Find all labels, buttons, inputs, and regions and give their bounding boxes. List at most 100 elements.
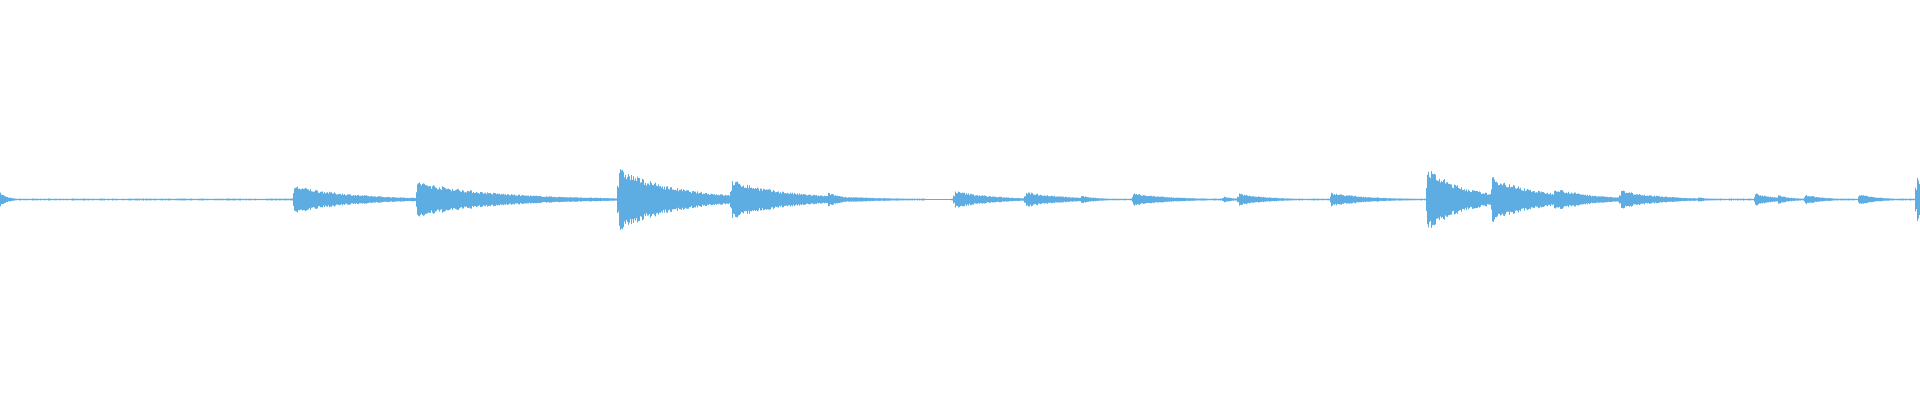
waveform-bar bbox=[69, 198, 70, 201]
waveform-bar bbox=[79, 198, 80, 201]
waveform-bar bbox=[1061, 196, 1062, 203]
waveform-bar bbox=[1727, 198, 1728, 201]
waveform-bar bbox=[39, 198, 40, 201]
waveform-bar bbox=[1641, 195, 1642, 204]
waveform-bar bbox=[814, 194, 815, 205]
waveform-bar bbox=[866, 197, 867, 202]
waveform-bar bbox=[881, 198, 882, 201]
waveform-bar bbox=[1553, 194, 1554, 205]
waveform-bar bbox=[1016, 198, 1017, 201]
waveform-bar bbox=[1896, 198, 1897, 201]
waveform-bar bbox=[1519, 188, 1520, 211]
waveform-bar bbox=[1764, 195, 1765, 204]
waveform-bar bbox=[1532, 191, 1533, 208]
waveform-bar bbox=[1614, 197, 1615, 202]
waveform-bar bbox=[611, 198, 612, 201]
waveform-bar bbox=[710, 194, 711, 205]
waveform-bar bbox=[978, 195, 979, 204]
waveform-bar bbox=[1816, 197, 1817, 202]
waveform-bar bbox=[1449, 183, 1450, 216]
waveform-bar bbox=[1223, 197, 1224, 202]
waveform-bar bbox=[618, 187, 619, 212]
waveform-bar bbox=[899, 198, 900, 201]
waveform-bar bbox=[1478, 192, 1479, 207]
waveform-bar bbox=[1825, 197, 1826, 202]
waveform-bar bbox=[1397, 198, 1398, 201]
waveform-bar bbox=[695, 191, 696, 208]
waveform-bar bbox=[687, 190, 688, 209]
waveform-bar bbox=[772, 191, 773, 208]
waveform-bar bbox=[634, 180, 635, 219]
waveform-bar bbox=[215, 198, 216, 201]
waveform-bar bbox=[703, 193, 704, 206]
waveform-bar bbox=[825, 196, 826, 203]
waveform-bar bbox=[1329, 198, 1330, 201]
waveform-bar bbox=[746, 188, 747, 211]
waveform-bar bbox=[1587, 194, 1588, 205]
waveform-bar bbox=[1108, 198, 1109, 201]
waveform-bar bbox=[1453, 188, 1454, 211]
waveform-bar bbox=[345, 195, 346, 204]
waveform-bar bbox=[349, 194, 350, 205]
waveform-bar bbox=[181, 198, 182, 201]
waveform-bar bbox=[1003, 197, 1004, 202]
waveform-bar bbox=[1533, 191, 1534, 208]
waveform-bar bbox=[534, 195, 535, 204]
waveform-bar bbox=[1841, 198, 1842, 201]
waveform-bar bbox=[70, 198, 71, 201]
waveform-bar bbox=[112, 198, 113, 201]
waveform-bar bbox=[419, 182, 420, 217]
waveform-bar bbox=[1234, 198, 1235, 201]
waveform-bar bbox=[1362, 197, 1363, 202]
waveform-bar bbox=[544, 196, 545, 203]
waveform-bar bbox=[957, 193, 958, 206]
waveform-bar bbox=[1913, 198, 1914, 201]
waveform-bar bbox=[261, 198, 262, 201]
waveform-bar bbox=[35, 198, 36, 201]
waveform-bar bbox=[992, 196, 993, 203]
waveform-bar bbox=[868, 197, 869, 202]
waveform-bar bbox=[1787, 197, 1788, 202]
waveform-bar bbox=[1656, 195, 1657, 204]
waveform-bar bbox=[1757, 193, 1758, 206]
waveform-bar bbox=[1734, 198, 1735, 201]
waveform-bar bbox=[519, 194, 520, 205]
waveform-bar bbox=[1797, 198, 1798, 201]
waveform-bar bbox=[1083, 196, 1084, 203]
waveform-bar bbox=[177, 198, 178, 201]
waveform-bar bbox=[350, 194, 351, 205]
waveform-bar bbox=[1551, 194, 1552, 205]
waveform-bar bbox=[229, 198, 230, 201]
waveform-bar bbox=[1077, 197, 1078, 202]
waveform-bar bbox=[1146, 196, 1147, 203]
waveform-bar bbox=[1866, 195, 1867, 204]
waveform-bar bbox=[1711, 198, 1712, 201]
waveform-bar bbox=[689, 191, 690, 208]
waveform-bar bbox=[409, 197, 410, 202]
waveform-bar bbox=[819, 196, 820, 203]
waveform-bar bbox=[749, 185, 750, 214]
waveform-bar bbox=[1412, 198, 1413, 201]
waveform-bar bbox=[560, 197, 561, 202]
waveform-bar bbox=[1897, 198, 1898, 201]
waveform-bar bbox=[1035, 194, 1036, 205]
waveform-bar bbox=[418, 183, 419, 216]
waveform-bar bbox=[1033, 194, 1034, 205]
waveform-bar bbox=[645, 182, 646, 217]
waveform-bar bbox=[438, 189, 439, 210]
waveform-bar bbox=[258, 198, 259, 201]
waveform-bar bbox=[541, 196, 542, 203]
waveform-bar bbox=[781, 193, 782, 206]
waveform-bar bbox=[1191, 198, 1192, 201]
waveform-bar bbox=[1629, 192, 1630, 207]
waveform-bar bbox=[1789, 197, 1790, 202]
waveform-bar bbox=[923, 198, 924, 201]
waveform-bar bbox=[700, 192, 701, 207]
waveform-bar bbox=[693, 190, 694, 209]
waveform-bar bbox=[360, 195, 361, 204]
waveform-bar bbox=[1005, 197, 1006, 202]
waveform-bar bbox=[1713, 198, 1714, 201]
waveform-bar bbox=[378, 196, 379, 203]
